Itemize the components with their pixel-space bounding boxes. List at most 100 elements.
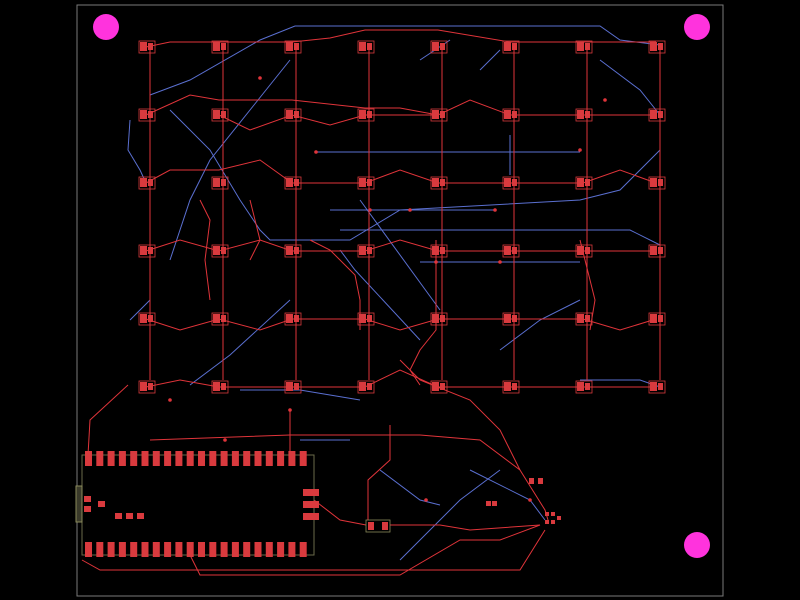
smd-pad <box>115 513 122 519</box>
switch-pad <box>432 42 439 51</box>
switch-pad <box>650 314 657 323</box>
mcu-pin-top <box>164 451 172 466</box>
switch-footprint <box>211 40 229 54</box>
diode-pad <box>440 247 445 254</box>
switch-silkscreen <box>284 108 302 122</box>
diode-pad <box>148 383 153 390</box>
switch-pad <box>577 178 584 187</box>
via <box>578 148 582 152</box>
front-trace <box>218 99 656 131</box>
diode-pad <box>367 247 372 254</box>
resistor-pad <box>382 522 388 530</box>
smd-pad <box>303 513 319 520</box>
diode-pad <box>440 179 445 186</box>
switch-pad <box>213 178 220 187</box>
back-trace <box>339 249 421 341</box>
mcu-pin-bottom <box>96 542 104 557</box>
front-trace <box>145 369 656 388</box>
switch-pad <box>286 382 293 391</box>
diode-pad <box>512 315 517 322</box>
switch-footprint <box>284 380 302 394</box>
switch-footprint <box>211 176 229 190</box>
via <box>314 150 318 154</box>
front-trace <box>81 529 546 571</box>
ic-pad <box>557 516 561 520</box>
ic-pad <box>551 512 555 516</box>
mcu-pin-bottom <box>243 542 251 557</box>
diode-pad <box>512 247 517 254</box>
switch-footprint <box>648 380 666 394</box>
back-trace <box>599 59 661 116</box>
switch-silkscreen <box>648 176 666 190</box>
mcu-pin-bottom <box>130 542 138 557</box>
mcu-pin-top <box>141 451 149 466</box>
diode-pad <box>512 111 517 118</box>
switch-pad <box>359 246 366 255</box>
switch-pad <box>359 110 366 119</box>
switch-pad <box>432 246 439 255</box>
diode-pad <box>148 315 153 322</box>
diode-pad <box>148 111 153 118</box>
smd-pad <box>137 513 144 519</box>
front-trace <box>189 524 541 576</box>
diode-pad <box>440 315 445 322</box>
switch-pad <box>213 382 220 391</box>
switch-footprint <box>138 176 156 190</box>
switch-silkscreen <box>357 40 375 54</box>
switch-silkscreen <box>430 108 448 122</box>
switch-silkscreen <box>502 40 520 54</box>
switch-pad <box>286 246 293 255</box>
switch-footprint <box>284 176 302 190</box>
smd-pad <box>303 501 319 508</box>
switch-footprint <box>284 244 302 258</box>
switch-silkscreen <box>648 244 666 258</box>
resistor-pad <box>368 522 374 530</box>
via <box>368 208 372 212</box>
mcu-pin-top <box>186 451 194 466</box>
switch-footprint <box>575 108 593 122</box>
switch-footprint <box>357 176 375 190</box>
switch-footprint <box>138 380 156 394</box>
diode-pad <box>512 43 517 50</box>
switch-footprint <box>502 176 520 190</box>
mcu-pin-bottom <box>107 542 115 557</box>
front-trace <box>367 425 391 520</box>
switch-silkscreen <box>284 380 302 394</box>
diode-pad <box>658 43 663 50</box>
switch-silkscreen <box>138 312 156 326</box>
via <box>258 76 262 80</box>
back-trace <box>189 299 291 386</box>
mounting-hole <box>684 532 710 558</box>
switch-pad <box>286 178 293 187</box>
mcu-pin-bottom <box>164 542 172 557</box>
mcu-pin-top <box>243 451 251 466</box>
switch-silkscreen <box>138 380 156 394</box>
front-trace <box>87 384 129 456</box>
diode-pad <box>294 179 299 186</box>
mcu-pin-bottom <box>231 542 239 557</box>
switch-pad <box>577 246 584 255</box>
mcu-pin-top <box>220 451 228 466</box>
back-trace <box>169 59 291 261</box>
diode-pad <box>148 43 153 50</box>
ic-pad <box>551 520 555 524</box>
switch-silkscreen <box>211 40 229 54</box>
switch-footprint <box>430 312 448 326</box>
front-trace <box>390 524 541 531</box>
mounting-holes <box>93 14 710 558</box>
mcu-pin-top <box>265 451 273 466</box>
mcu-pin-bottom <box>277 542 285 557</box>
switch-footprint <box>502 40 520 54</box>
switch-silkscreen <box>575 108 593 122</box>
front-trace <box>409 240 437 386</box>
switch-footprint <box>648 40 666 54</box>
switch-silkscreen <box>357 176 375 190</box>
board-outline <box>76 4 724 597</box>
diode-pad <box>221 43 226 50</box>
diode-pad <box>221 315 226 322</box>
switch-pad <box>140 382 147 391</box>
switch-footprint <box>648 312 666 326</box>
mcu-pin-bottom <box>118 542 126 557</box>
mounting-hole <box>93 14 119 40</box>
switch-silkscreen <box>284 244 302 258</box>
